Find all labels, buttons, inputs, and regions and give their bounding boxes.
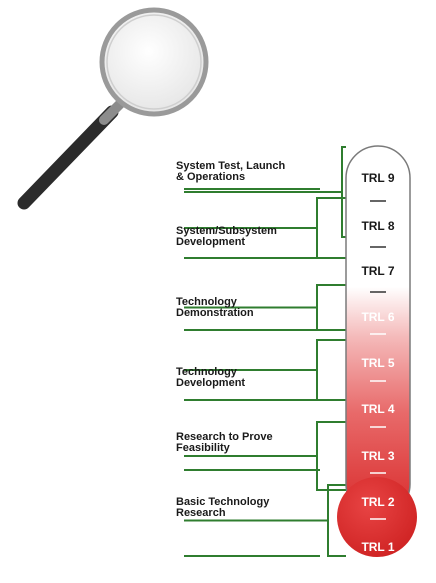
stage-label-technology-development: Technology Development [176, 366, 246, 389]
stage-label-research-feasibility: Research to Prove Feasibility [176, 431, 273, 454]
trl-label-2: TRL 2 [361, 495, 395, 509]
level-dividers [370, 200, 386, 520]
stage-label-system-test: System Test, Launch & Operations [176, 160, 286, 183]
bracket-technology-development [184, 339, 346, 401]
trl-label-5: TRL 5 [361, 356, 395, 370]
trl-label-1: TRL 1 [361, 540, 395, 554]
trl-label-4: TRL 4 [361, 402, 395, 416]
thermometer [337, 145, 417, 557]
bracket-research-feasibility [184, 421, 346, 491]
bracket-system-development [184, 197, 346, 259]
stage-label-system-development: System/Subsystem Development [176, 225, 277, 248]
trl-label-9: TRL 9 [361, 171, 395, 185]
stage-label-basic-research: Basic Technology Research [176, 496, 270, 519]
bracket-technology-demonstration [184, 284, 346, 331]
magnifying-glass-icon [17, 7, 209, 210]
trl-label-7: TRL 7 [361, 264, 395, 278]
stage-brackets [184, 146, 346, 557]
thermometer-bulb [337, 477, 417, 557]
bracket-system-test [184, 146, 346, 238]
bracket-basic-research [184, 484, 346, 557]
trl-label-6: TRL 6 [361, 310, 395, 324]
trl-label-8: TRL 8 [361, 219, 395, 233]
trl-label-3: TRL 3 [361, 449, 395, 463]
stage-label-technology-demonstration: Technology Demonstration [176, 296, 254, 319]
